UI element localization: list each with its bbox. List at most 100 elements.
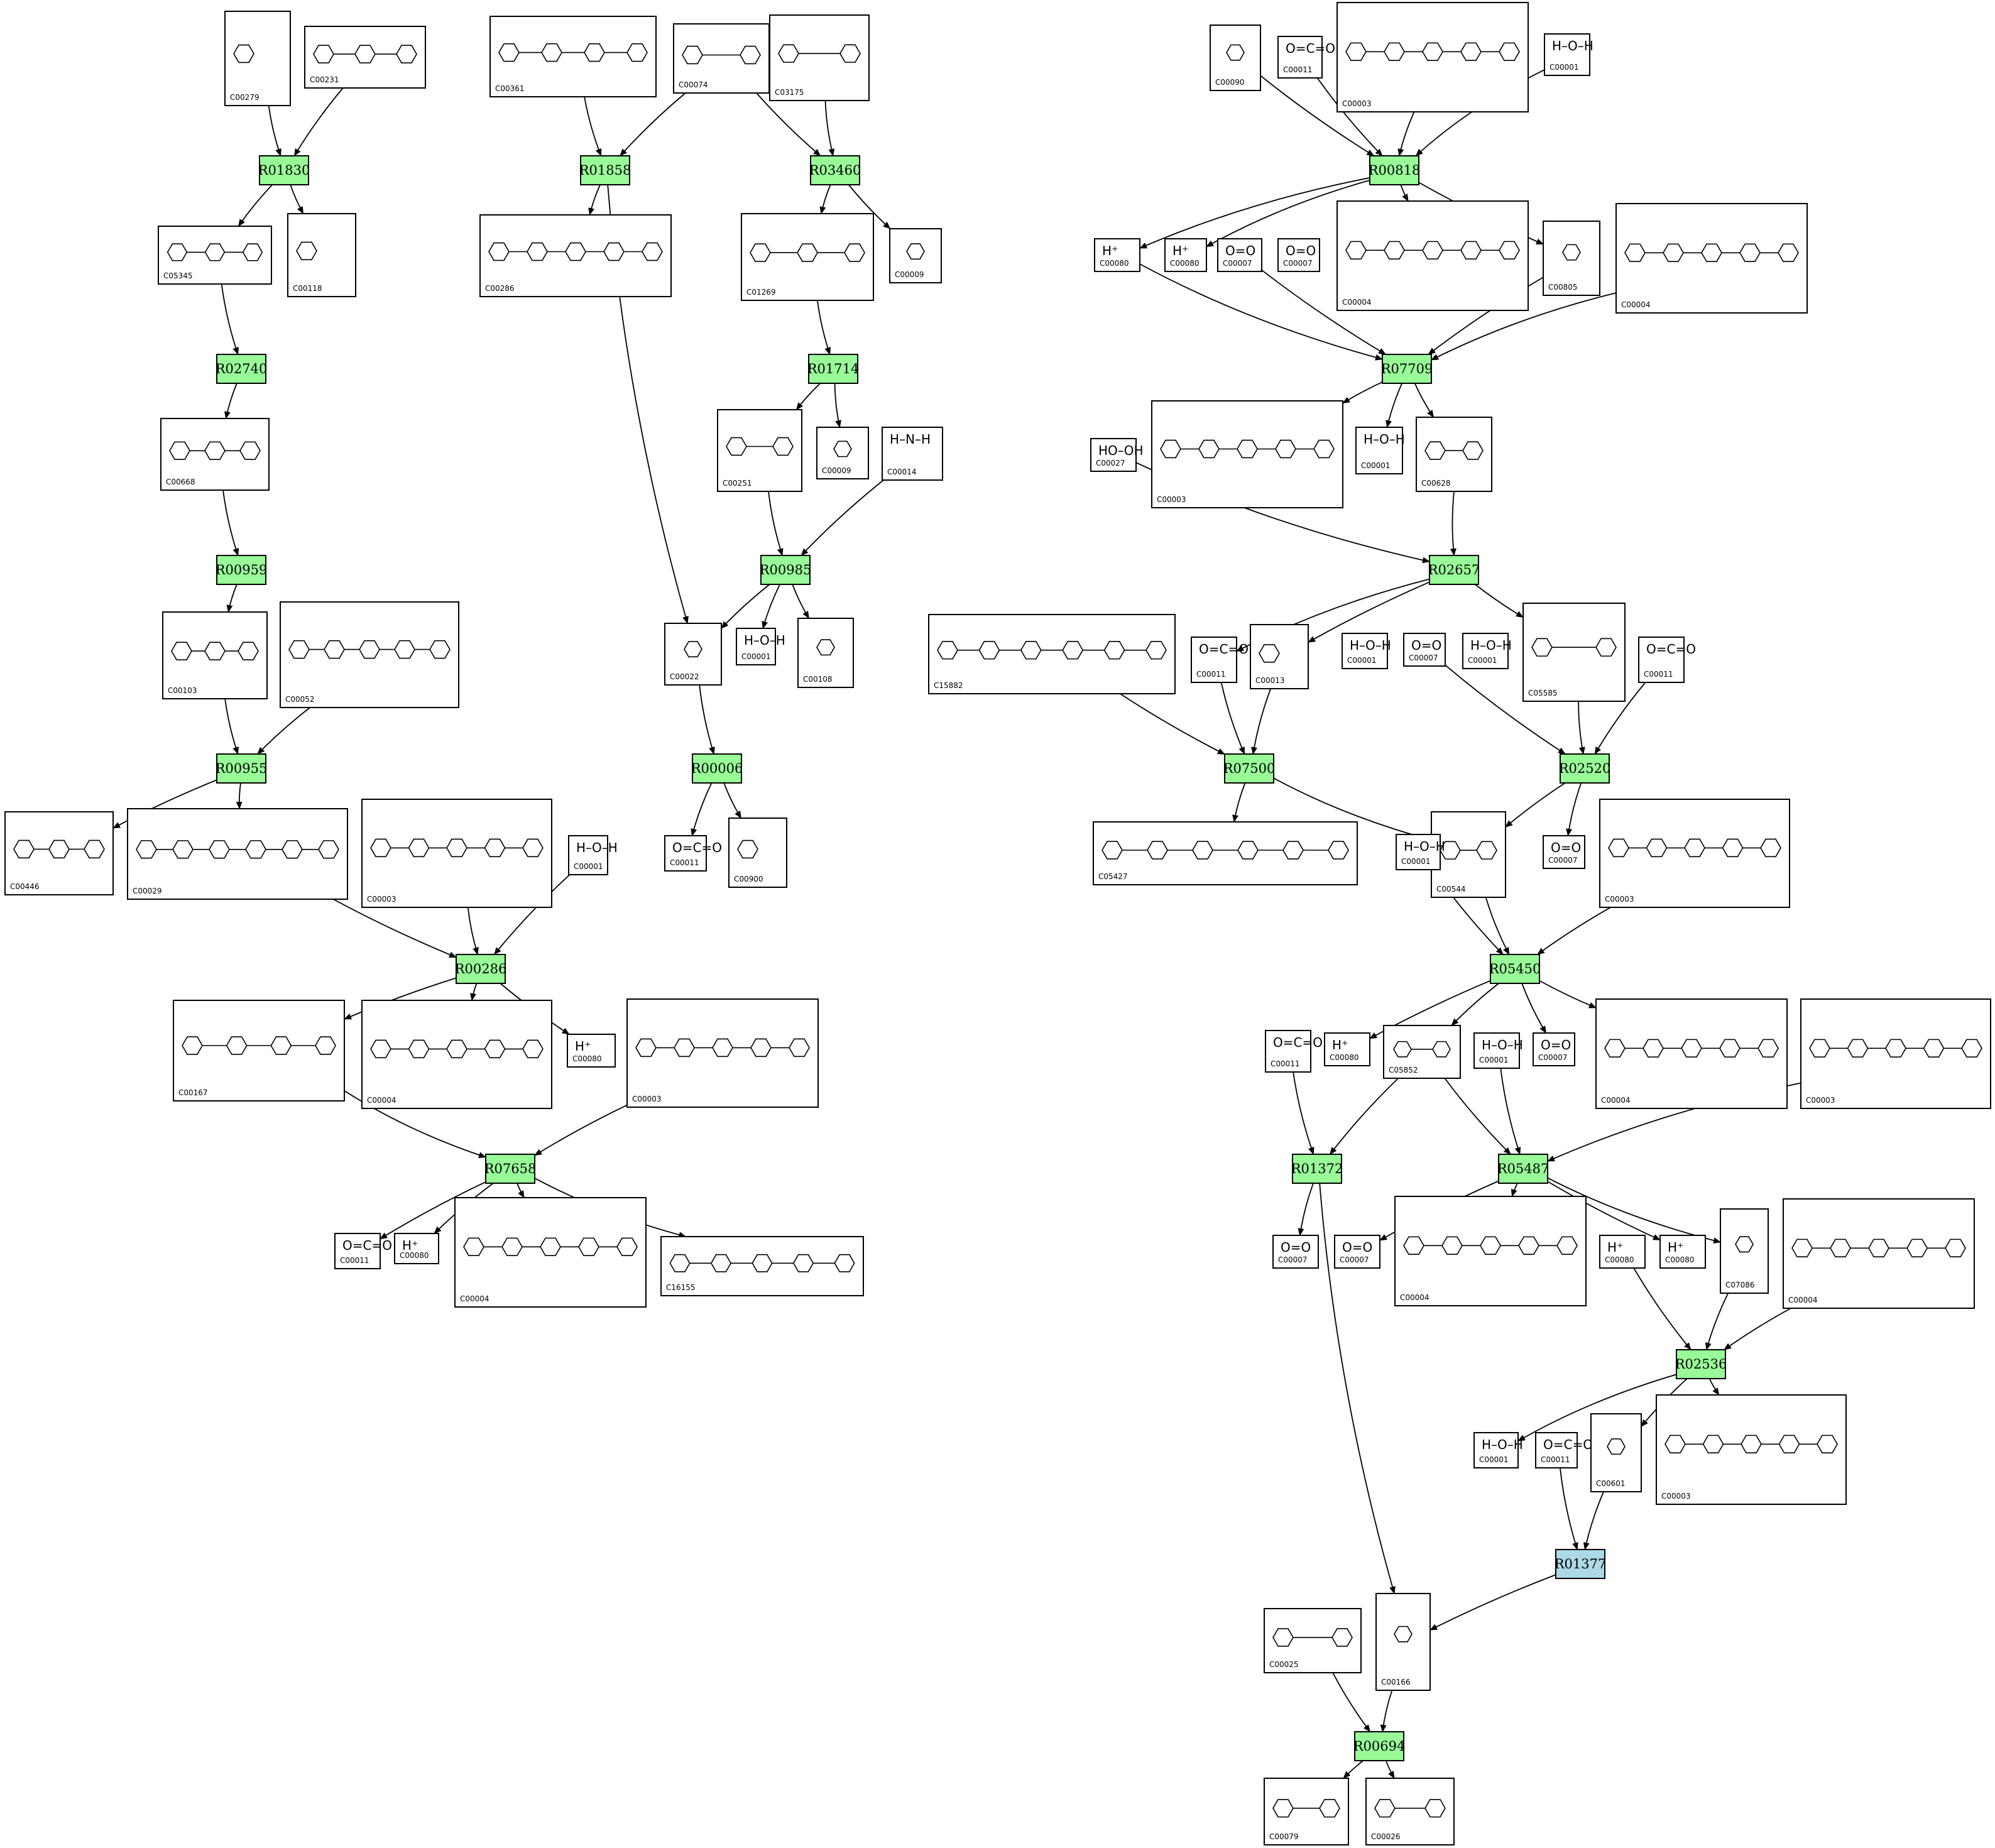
compound-c05585[interactable]: C05585 xyxy=(1522,603,1626,702)
reaction-r00006[interactable]: R00006 xyxy=(691,753,743,784)
compound-c00004[interactable]: C00004 xyxy=(1595,998,1788,1109)
reaction-r01714[interactable]: R01714 xyxy=(807,354,860,384)
compound-c00013[interactable]: C00013 xyxy=(1250,624,1309,689)
compound-c00029[interactable]: C00029 xyxy=(127,808,348,900)
compound-c07086[interactable]: C07086 xyxy=(1720,1208,1769,1294)
compound-c00668[interactable]: C00668 xyxy=(160,418,270,491)
compound-c00446[interactable]: C00446 xyxy=(4,811,114,895)
reaction-r07658[interactable]: R07658 xyxy=(484,1154,537,1184)
compound-c00805[interactable]: C00805 xyxy=(1543,221,1600,296)
compound-c00009[interactable]: C00009 xyxy=(816,427,869,479)
reaction-r01372[interactable]: R01372 xyxy=(1291,1154,1343,1184)
reaction-r05450[interactable]: R05450 xyxy=(1489,954,1541,984)
reaction-r07500[interactable]: R07500 xyxy=(1223,753,1276,784)
compound-c00025[interactable]: C00025 xyxy=(1264,1608,1362,1673)
compound-c00103[interactable]: C00103 xyxy=(162,611,268,699)
compound-c00231[interactable]: C00231 xyxy=(304,26,426,89)
compound-c00004[interactable]: C00004 xyxy=(361,1000,552,1109)
compound-c00003[interactable]: C00003 xyxy=(1800,998,1991,1109)
reaction-r07709[interactable]: R07709 xyxy=(1381,354,1433,384)
compound-c00544[interactable]: C00544 xyxy=(1431,811,1506,898)
compound-c00003[interactable]: C00003 xyxy=(1151,400,1343,508)
reaction-r00286[interactable]: R00286 xyxy=(455,954,507,984)
compound-c00080[interactable]: H⁺C00080 xyxy=(1659,1235,1706,1269)
compound-c00108[interactable]: C00108 xyxy=(797,618,854,688)
compound-c00052[interactable]: C00052 xyxy=(280,601,459,708)
compound-c00080[interactable]: H⁺C00080 xyxy=(1164,238,1207,272)
reaction-r01858[interactable]: R01858 xyxy=(579,155,631,185)
compound-c00004[interactable]: C00004 xyxy=(1615,203,1808,314)
compound-c00080[interactable]: H⁺C00080 xyxy=(1094,238,1140,272)
reaction-r00818[interactable]: R00818 xyxy=(1369,155,1421,185)
compound-c00079[interactable]: C00079 xyxy=(1264,1778,1349,1845)
compound-c00003[interactable]: C00003 xyxy=(1656,1394,1847,1505)
compound-c00004[interactable]: C00004 xyxy=(1783,1198,1975,1309)
compound-c00361[interactable]: C00361 xyxy=(489,16,657,97)
compound-c01269[interactable]: C01269 xyxy=(741,213,874,301)
compound-c00003[interactable]: C00003 xyxy=(1599,799,1790,908)
compound-c00004[interactable]: C00004 xyxy=(1394,1196,1587,1306)
reaction-r01830[interactable]: R01830 xyxy=(258,155,310,185)
compound-c00118[interactable]: C00118 xyxy=(287,213,356,297)
compound-c00167[interactable]: C00167 xyxy=(173,1000,345,1102)
compound-c05852[interactable]: C05852 xyxy=(1383,1025,1461,1079)
compound-c00074[interactable]: C00074 xyxy=(673,23,770,94)
compound-c00080[interactable]: H⁺C00080 xyxy=(1324,1032,1370,1066)
reaction-r05487[interactable]: R05487 xyxy=(1497,1154,1550,1184)
compound-c00166[interactable]: C00166 xyxy=(1375,1593,1431,1691)
compound-c00279[interactable]: C00279 xyxy=(224,11,291,106)
compound-c05345[interactable]: C05345 xyxy=(158,226,272,285)
reaction-r02536[interactable]: R02536 xyxy=(1675,1349,1727,1379)
compound-c00004[interactable]: C00004 xyxy=(454,1197,647,1308)
reaction-r00959[interactable]: R00959 xyxy=(216,555,268,585)
compound-c16155[interactable]: C16155 xyxy=(660,1236,864,1296)
compound-c00004[interactable]: C00004 xyxy=(1336,200,1529,311)
compound-c00080[interactable]: H⁺C00080 xyxy=(567,1034,616,1068)
compound-c00009[interactable]: C00009 xyxy=(889,228,942,283)
compound-c00090[interactable]: C00090 xyxy=(1210,25,1261,91)
reaction-r00985[interactable]: R00985 xyxy=(760,555,812,585)
compound-c00900[interactable]: C00900 xyxy=(728,817,787,888)
compound-c00003[interactable]: C00003 xyxy=(626,998,819,1108)
compound-c00003[interactable]: C00003 xyxy=(1336,2,1529,112)
reaction-r00694[interactable]: R00694 xyxy=(1353,1731,1406,1761)
compound-c00628[interactable]: C00628 xyxy=(1416,417,1492,492)
reaction-r02657[interactable]: R02657 xyxy=(1428,555,1480,585)
compound-c00003[interactable]: C00003 xyxy=(361,799,552,908)
reaction-r03460[interactable]: R03460 xyxy=(809,155,861,185)
compound-c00601[interactable]: C00601 xyxy=(1590,1413,1642,1492)
reaction-r01377[interactable]: R01377 xyxy=(1555,1549,1607,1579)
compound-c00026[interactable]: C00026 xyxy=(1365,1778,1455,1845)
compound-c00251[interactable]: C00251 xyxy=(717,409,802,492)
compound-c00080[interactable]: H⁺C00080 xyxy=(1599,1235,1646,1269)
reaction-r02740[interactable]: R02740 xyxy=(216,354,268,384)
compound-c15882[interactable]: C15882 xyxy=(928,614,1176,694)
compound-c00286[interactable]: C00286 xyxy=(479,214,672,297)
compound-c00022[interactable]: C00022 xyxy=(664,623,722,686)
reaction-r00955[interactable]: R00955 xyxy=(216,753,268,784)
compound-c03175[interactable]: C03175 xyxy=(769,14,870,101)
